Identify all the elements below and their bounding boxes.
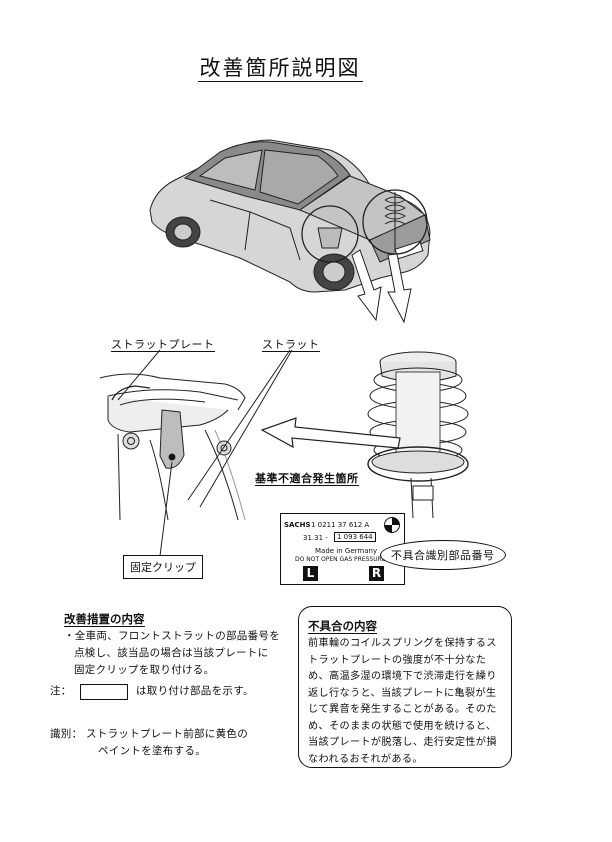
remedy-body: ・全車両、フロントストラットの部品番号を 点検し、該当品の場合は当該プレートに … — [64, 628, 280, 679]
part-code-prefix: 31.31 - — [303, 534, 328, 542]
strut-plate-label-text: ストラットプレート — [111, 338, 215, 352]
defect-panel — [298, 606, 512, 768]
note-box-sample — [80, 684, 128, 700]
identification-line: ストラットプレート前部に黄色の — [86, 728, 248, 740]
remedy-title: 改善措置の内容 — [64, 611, 145, 627]
defect-body: 前車輪のコイルスプリングを保持するス トラットプレートの強度が不十分なた め、高… — [308, 636, 497, 768]
part-label-plate: SACHS 1 0211 37 612 A 31.31 - 1 093 644 … — [280, 513, 405, 585]
strut-label: ストラット — [262, 336, 320, 352]
part-number-line: 1 0211 37 612 A — [311, 521, 370, 529]
part-brand: SACHS — [284, 521, 311, 529]
brand-logo-icon — [384, 517, 400, 533]
defect-line: 返し行なうと、当該プレートに亀裂が生 — [308, 687, 497, 699]
identification-line: ペイントを塗布する。 — [98, 745, 206, 757]
part-warning: DO NOT OPEN GAS PRESSURE — [295, 556, 386, 563]
defect-line: じて異音を発生することがある。そのた — [308, 704, 497, 715]
remedy-line: 点検し、該当品の場合は当該プレートに — [74, 647, 269, 659]
identification-body: ストラットプレート前部に黄色の ペイントを塗布する。 — [86, 726, 248, 760]
defect-title: 不具合の内容 — [308, 618, 377, 634]
defect-line: め、そのままの状態で使用を続けると、 — [308, 720, 497, 732]
defect-line: 前車輪のコイルスプリングを保持するス — [308, 638, 497, 649]
part-number-id-callout: 不具合識別部品番号 — [380, 540, 506, 570]
remedy-line: ・全車両、フロントストラットの部品番号を — [64, 630, 280, 642]
part-made-in: Made in Germany — [315, 547, 378, 555]
remedy-line: 固定クリップを取り付ける。 — [74, 664, 215, 676]
defect-location-label: 基準不適合発生箇所 — [255, 470, 359, 486]
left-mark: L — [303, 566, 318, 581]
coil-spring-diagram — [260, 351, 469, 554]
car-illustration — [149, 139, 431, 324]
defect-line: なわれるおそれがある。 — [308, 753, 423, 765]
note-text: は取り付け部品を示す。 — [136, 685, 254, 697]
page-title-text: 改善箇所説明図 — [197, 56, 363, 82]
defect-line: 当該プレートが脱落し、走行安定性が損 — [308, 737, 497, 748]
defect-location-label-text: 基準不適合発生箇所 — [255, 472, 359, 486]
remedy-title-text: 改善措置の内容 — [64, 612, 145, 627]
identification-label: 識別： — [50, 728, 83, 740]
strut-plate-label: ストラットプレート — [111, 336, 215, 352]
part-code-highlight: 1 093 644 — [334, 532, 376, 542]
right-mark: R — [369, 566, 384, 581]
defect-line: トラットプレートの強度が不十分なた — [308, 654, 487, 666]
page-title: 改善箇所説明図 — [0, 52, 560, 82]
note-label: 注： — [50, 685, 72, 697]
fixing-clip-label: 固定クリップ — [123, 555, 203, 579]
strut-label-text: ストラット — [262, 338, 320, 352]
strut-plate-diagram — [99, 349, 293, 557]
defect-title-text: 不具合の内容 — [308, 619, 377, 634]
defect-line: め、高温多湿の環境下で渋滞走行を繰り — [308, 671, 497, 682]
